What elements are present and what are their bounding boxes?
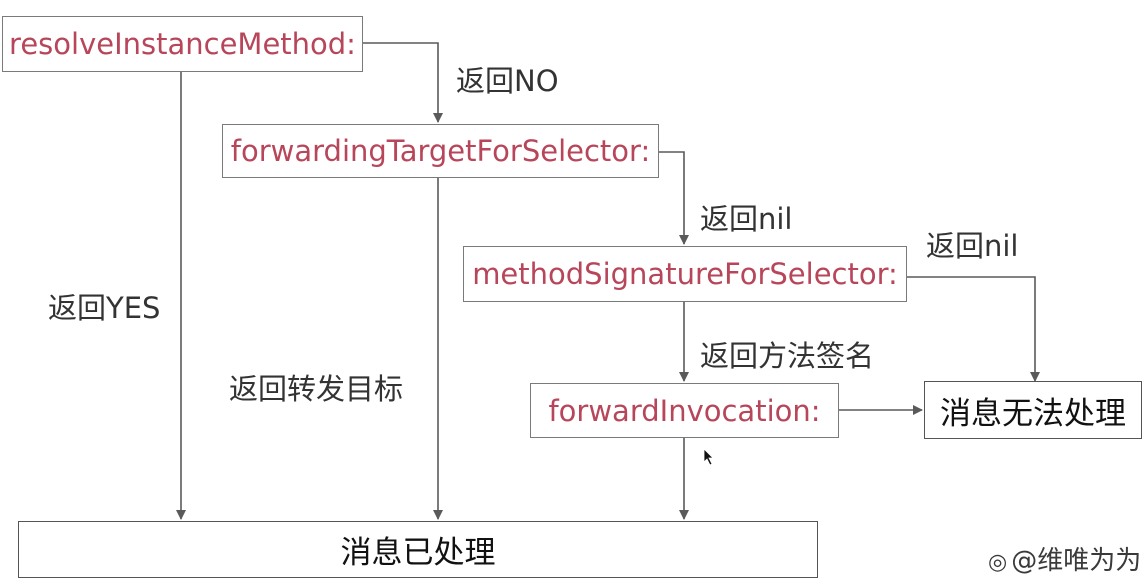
label-signature-nil: 返回nil xyxy=(926,229,1019,263)
weibo-icon: ◎ xyxy=(988,550,1008,575)
label-signature-return: 返回方法签名 xyxy=(700,339,875,373)
node-method-signature-for-selector: methodSignatureForSelector: xyxy=(463,246,907,302)
edge-target-to-signature xyxy=(659,151,689,245)
label-target-nil: 返回nil xyxy=(700,202,793,236)
mouse-cursor-icon xyxy=(703,448,714,466)
edge-resolve-to-target xyxy=(363,42,443,123)
watermark: ◎@维唯为为 xyxy=(988,540,1141,577)
label-resolve-no: 返回NO xyxy=(456,64,559,98)
node-handled: 消息已处理 xyxy=(18,521,818,578)
node-resolve-instance-method: resolveInstanceMethod: xyxy=(2,16,363,72)
label-resolve-yes: 返回YES xyxy=(48,291,161,325)
label-target-forward: 返回转发目标 xyxy=(229,372,404,406)
watermark-text: @维唯为为 xyxy=(1011,546,1142,576)
node-forward-invocation: forwardInvocation: xyxy=(530,383,839,438)
node-forwarding-target-for-selector: forwardingTargetForSelector: xyxy=(222,124,659,178)
edge-signature-to-cannot xyxy=(907,276,1040,382)
node-cannot-handle: 消息无法处理 xyxy=(924,381,1142,439)
